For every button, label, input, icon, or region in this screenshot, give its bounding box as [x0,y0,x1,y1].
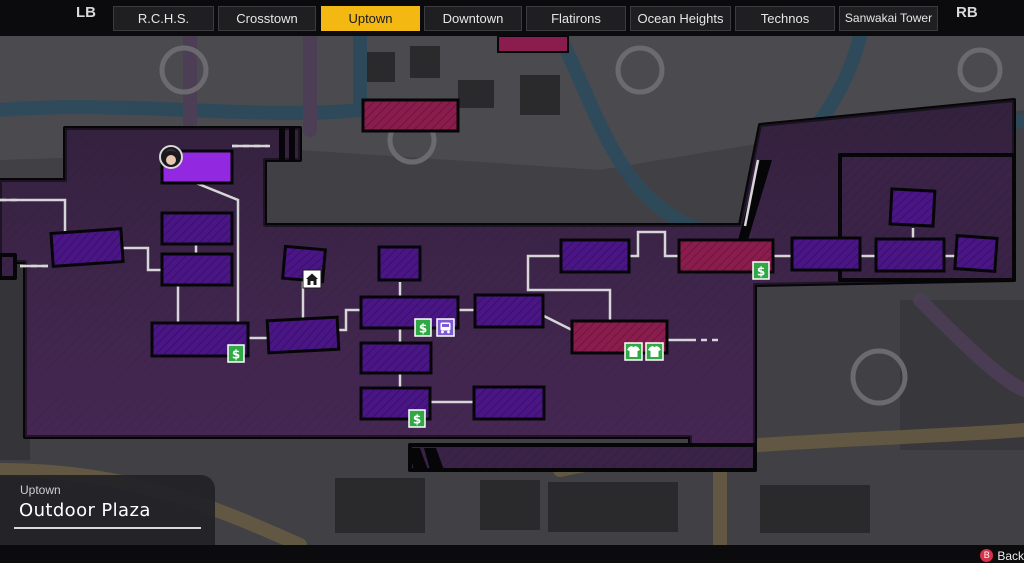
room[interactable] [559,238,631,274]
district-map[interactable]: $ $ $ $ [0,36,1024,546]
tab-uptown[interactable]: Uptown [321,6,420,31]
room[interactable] [49,226,125,269]
svg-text:$: $ [419,322,427,336]
room[interactable] [473,293,545,329]
tab-crosstown[interactable]: Crosstown [218,6,316,31]
svg-text:$: $ [413,413,421,427]
room[interactable] [953,234,999,273]
shirt-icon[interactable] [624,342,643,361]
area-name: Outdoor Plaza [19,500,151,521]
bus-icon[interactable] [436,318,455,337]
shop-dollar-icons: $ $ $ $ [227,261,770,428]
room[interactable] [359,341,433,375]
room[interactable] [160,252,234,287]
svg-text:$: $ [232,348,240,362]
room[interactable] [790,236,862,272]
district-tab-bar: LB R.C.H.S. Crosstown Uptown Downtown Fl… [0,0,1024,36]
back-label: Back [997,549,1024,563]
dollar-sign-icon[interactable]: $ [227,344,245,363]
tab-rchs[interactable]: R.C.H.S. [113,6,214,31]
b-button-icon: B [980,549,994,562]
footer-bar [0,545,1024,560]
shirt-icon[interactable] [645,342,664,361]
dollar-sign-icon[interactable]: $ [752,261,770,280]
tab-downtown[interactable]: Downtown [424,6,522,31]
room[interactable] [472,385,546,421]
dollar-sign-icon[interactable]: $ [408,409,426,428]
room[interactable] [265,315,341,355]
house-icon[interactable] [302,269,322,289]
tab-technos[interactable]: Technos [735,6,835,31]
room[interactable] [160,211,234,246]
room[interactable] [377,245,422,282]
left-bumper-hint[interactable]: LB [76,4,96,21]
tab-flatirons[interactable]: Flatirons [526,6,626,31]
tab-ocean-heights[interactable]: Ocean Heights [630,6,731,31]
district-label: Uptown [20,483,61,497]
tab-sanwakai-tower[interactable]: Sanwakai Tower [839,6,938,31]
svg-text:$: $ [757,265,765,279]
player-avatar-icon [159,145,183,169]
room[interactable] [888,187,937,228]
divider [14,527,201,529]
room[interactable] [874,237,946,273]
dollar-sign-icon[interactable]: $ [414,318,432,337]
exit-markers [0,144,720,342]
right-bumper-hint[interactable]: RB [956,4,978,21]
